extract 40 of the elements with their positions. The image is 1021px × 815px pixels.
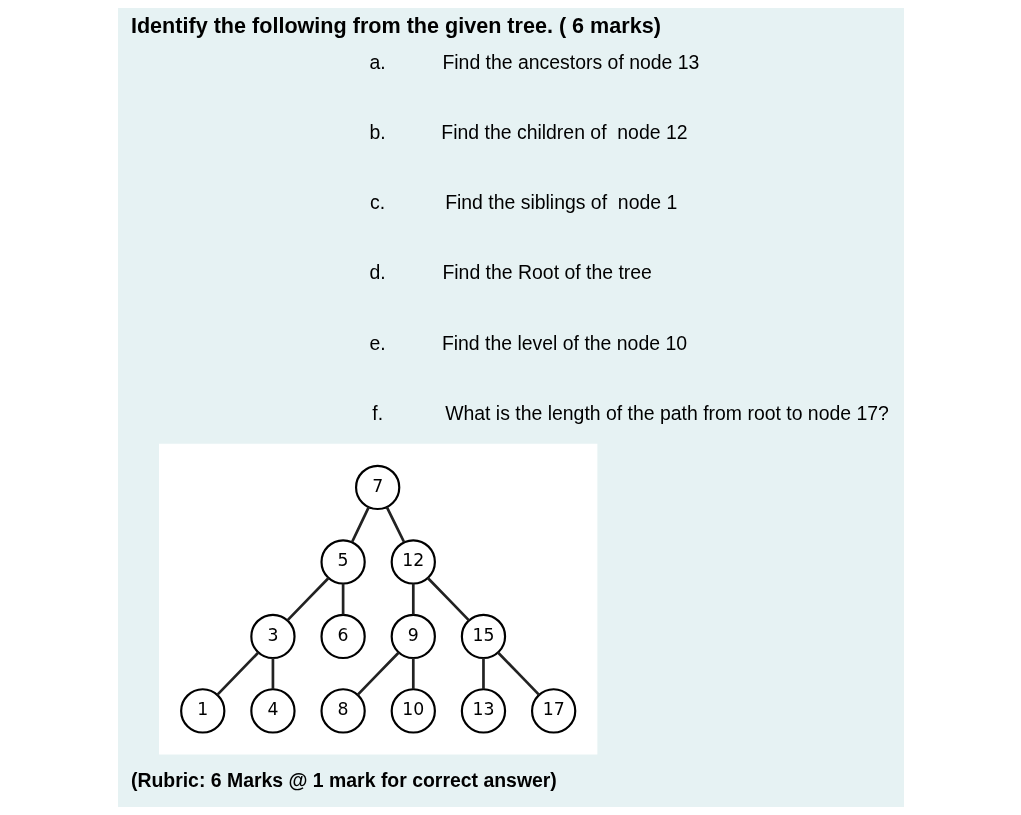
label: Find the children of node 12 — [440, 121, 688, 144]
node-circle: 6 — [319, 613, 366, 660]
connector — [350, 506, 370, 543]
label: Find the level of the node 10 — [441, 331, 687, 354]
node-circle: 4 — [249, 688, 296, 734]
label: Find the siblings of node 1 — [444, 191, 677, 214]
node-circle: 3 — [249, 613, 296, 660]
connector — [411, 658, 415, 689]
connector — [411, 583, 415, 615]
connector — [426, 577, 470, 622]
node-circle: 17 — [530, 688, 576, 734]
label: What is the length of the path from root to node 17? — [444, 401, 889, 424]
label: d. — [369, 261, 386, 284]
label: (Rubric: 6 Marks @ 1 mark for correct answer) — [130, 768, 557, 791]
label: f. — [371, 401, 383, 424]
node-circle: 10 — [390, 688, 436, 734]
node-circle: 5 — [319, 539, 366, 585]
connector — [481, 658, 485, 689]
cluster — [158, 443, 597, 755]
node-circle: 7 — [354, 464, 400, 511]
connector — [215, 651, 259, 696]
node-circle: 12 — [390, 539, 436, 585]
connector — [496, 651, 540, 696]
connector — [356, 651, 400, 696]
label: a. — [369, 50, 386, 73]
diagram-title: Identify the following from the given tree. ( 6 marks) — [130, 12, 661, 38]
connector — [286, 577, 330, 622]
node-circle: 1 — [179, 688, 225, 734]
label: e. — [369, 331, 386, 354]
label: b. — [369, 121, 386, 144]
node-circle: 13 — [460, 688, 506, 734]
node-circle: 9 — [390, 613, 436, 660]
label: c. — [369, 191, 385, 214]
connector — [385, 506, 405, 543]
connector — [341, 583, 344, 615]
label: Find the ancestors of node 13 — [441, 50, 699, 73]
connector — [271, 658, 274, 689]
node-circle: 8 — [319, 688, 366, 734]
node-circle: 15 — [460, 613, 506, 660]
label: Find the Root of the tree — [441, 261, 652, 284]
